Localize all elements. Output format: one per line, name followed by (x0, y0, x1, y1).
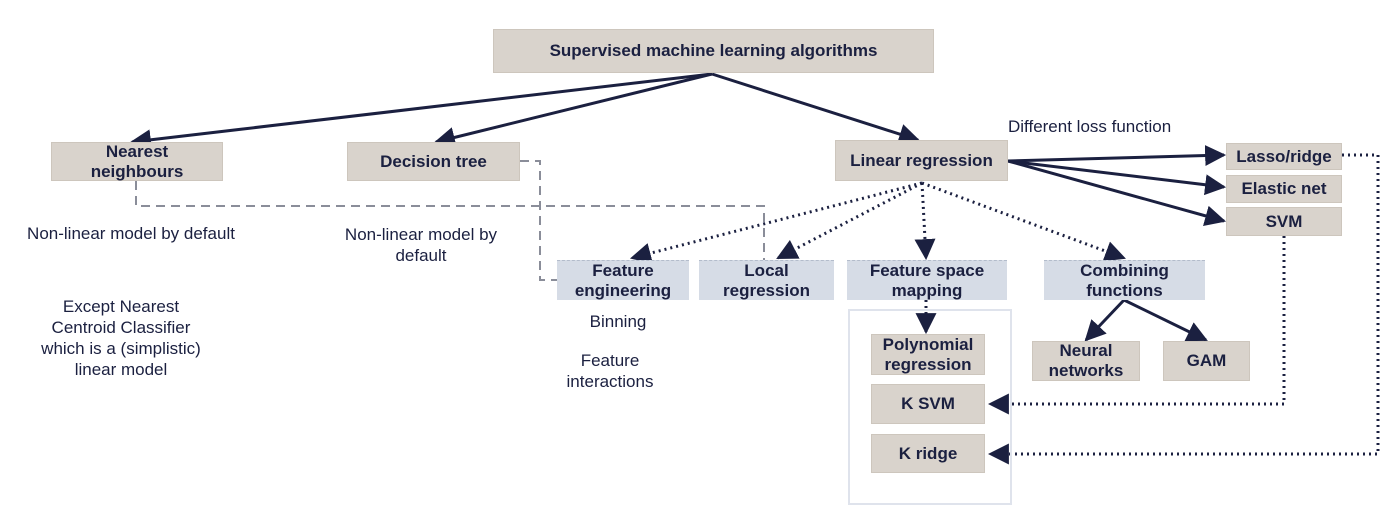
node-k-ridge: K ridge (871, 434, 985, 473)
node-feature-engineering: Feature engineering (557, 260, 689, 300)
edge-linear-to-feature-space (914, 182, 936, 261)
node-k-svm: K SVM (871, 384, 985, 424)
edge-combining-to-gam (1123, 298, 1208, 342)
annotation-feature-interactions: Feature interactions (566, 351, 654, 391)
annotation-different-loss-function: Different loss function (1008, 117, 1172, 136)
edge-title-to-linear (711, 72, 920, 145)
annotation-nonlinear-default-tree: Non-linear model by default (344, 225, 498, 265)
node-gam: GAM (1163, 341, 1250, 381)
feature-space-group-frame (848, 309, 1012, 505)
edge-linear-to-feature-eng (629, 181, 923, 264)
edge-linear-to-svm (1007, 159, 1227, 227)
edge-linear-to-lasso (1007, 145, 1227, 167)
connector-tree-to-feature-eng (520, 160, 557, 281)
edge-linear-to-combining (921, 181, 1126, 262)
annotation-binning: Binning (589, 312, 647, 331)
node-decision-tree: Decision tree (347, 142, 520, 181)
node-svm: SVM (1226, 207, 1342, 236)
annotation-except-nearest-centroid: Except Nearest Centroid Classifier which… (41, 297, 201, 379)
node-linear-regression: Linear regression (835, 140, 1008, 181)
node-polynomial-regression: Polynomial regression (871, 334, 985, 375)
node-combining-functions: Combining functions (1044, 260, 1205, 300)
root-title-node: Supervised machine learning algorithms (493, 29, 934, 73)
edge-linear-to-local-reg (776, 181, 923, 260)
node-feature-space-mapping: Feature space mapping (847, 260, 1007, 300)
edge-title-to-nearest (129, 72, 713, 151)
node-local-regression: Local regression (699, 260, 834, 300)
edge-linear-to-elastic (1007, 159, 1227, 196)
annotation-nonlinear-default-nn: Non-linear model by default (27, 224, 235, 243)
node-lasso-ridge: Lasso/ridge (1226, 143, 1342, 170)
node-elastic-net: Elastic net (1226, 175, 1342, 203)
edge-combining-to-neural (1084, 298, 1126, 342)
edge-title-to-tree (433, 72, 713, 148)
node-nearest-neighbours: Nearest neighbours (51, 142, 223, 181)
node-neural-networks: Neural networks (1032, 341, 1140, 381)
